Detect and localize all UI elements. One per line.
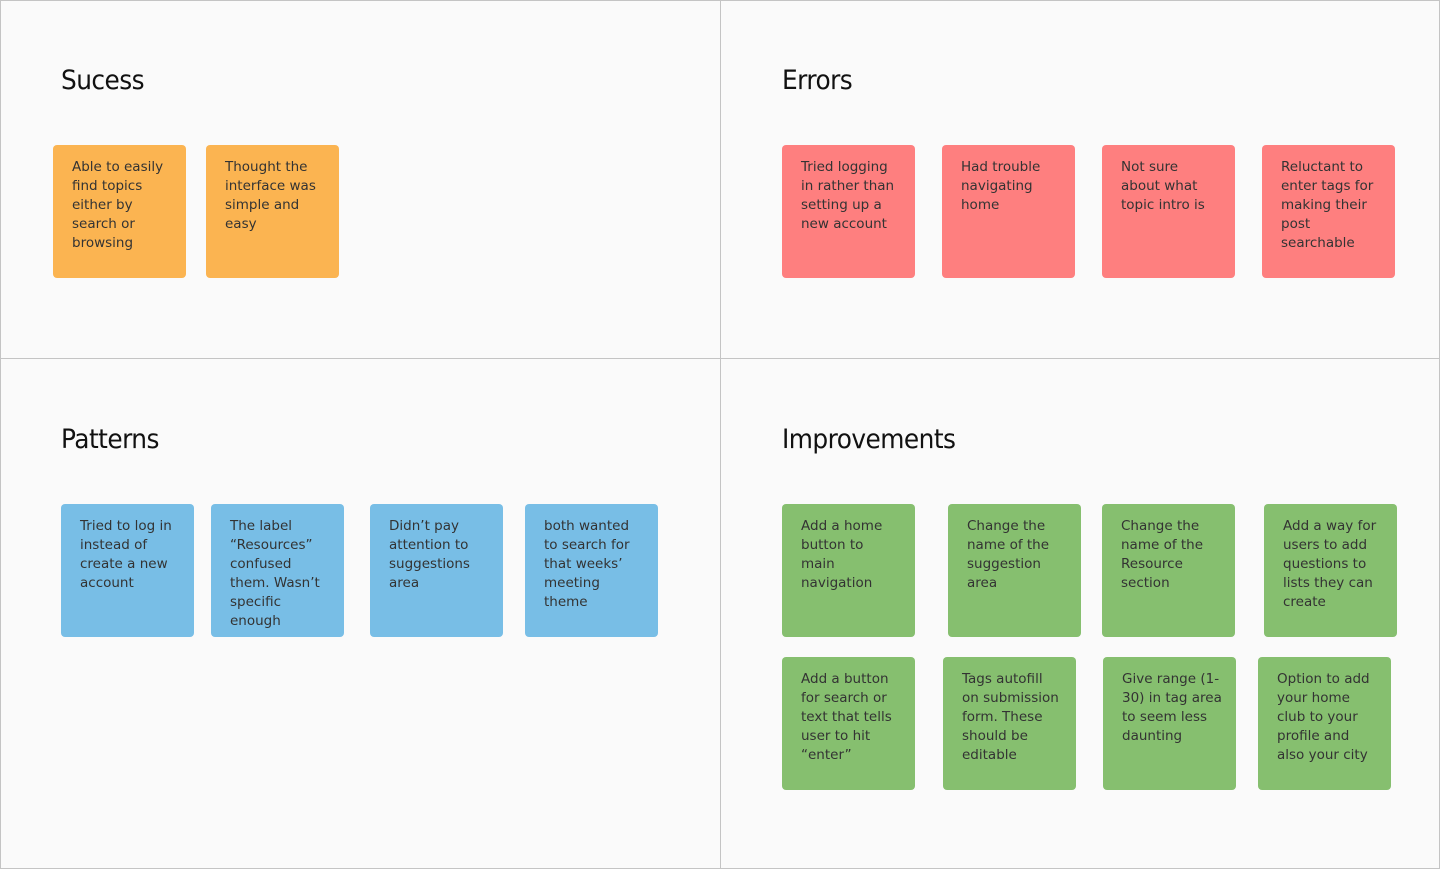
patterns-sticky-note[interactable]: The label “Resources” confused them. Was… bbox=[211, 504, 344, 637]
sticky-note-text: both wanted to search for that weeks’ me… bbox=[544, 518, 630, 610]
sticky-note-text: Had trouble navigating home bbox=[961, 159, 1041, 213]
sticky-note-text: Tried to log in instead of create a new … bbox=[80, 518, 172, 591]
sticky-note-text: Reluctant to enter tags for making their… bbox=[1281, 159, 1374, 251]
improvements-sticky-note[interactable]: Tags autofill on submission form. These … bbox=[943, 657, 1076, 790]
sticky-note-text: Change the name of the suggestion area bbox=[967, 518, 1050, 591]
sticky-note-text: Tried logging in rather than setting up … bbox=[801, 159, 895, 232]
sticky-note-text: Add a button for search or text that tel… bbox=[801, 671, 892, 763]
improvements-sticky-note[interactable]: Change the name of the Resource section bbox=[1102, 504, 1235, 637]
patterns-sticky-note[interactable]: Didn’t pay attention to suggestions area bbox=[370, 504, 503, 637]
sticky-note-text: Add a home button to main navigation bbox=[801, 518, 883, 591]
patterns-sticky-note[interactable]: both wanted to search for that weeks’ me… bbox=[525, 504, 658, 637]
improvements-sticky-note[interactable]: Give range (1-30) in tag area to seem le… bbox=[1103, 657, 1236, 790]
sticky-note-text: Give range (1-30) in tag area to seem le… bbox=[1122, 671, 1222, 744]
sticky-note-text: Able to easily find topics either by sea… bbox=[72, 159, 164, 251]
improvements-sticky-note[interactable]: Option to add your home club to your pro… bbox=[1258, 657, 1391, 790]
patterns-sticky-note[interactable]: Tried to log in instead of create a new … bbox=[61, 504, 194, 637]
improvements-sticky-note[interactable]: Add a way for users to add questions to … bbox=[1264, 504, 1397, 637]
sticky-note-text: Thought the interface was simple and eas… bbox=[225, 159, 316, 232]
errors-heading: Errors bbox=[782, 65, 853, 96]
errors-sticky-note[interactable]: Reluctant to enter tags for making their… bbox=[1262, 145, 1395, 278]
improvements-sticky-note[interactable]: Add a home button to main navigation bbox=[782, 504, 915, 637]
patterns-heading: Patterns bbox=[61, 424, 159, 455]
errors-sticky-note[interactable]: Had trouble navigating home bbox=[942, 145, 1075, 278]
errors-sticky-note[interactable]: Not sure about what topic intro is bbox=[1102, 145, 1235, 278]
sticky-note-text: Add a way for users to add questions to … bbox=[1283, 518, 1377, 610]
improvements-sticky-note[interactable]: Add a button for search or text that tel… bbox=[782, 657, 915, 790]
errors-sticky-note[interactable]: Tried logging in rather than setting up … bbox=[782, 145, 915, 278]
sticky-note-text: Change the name of the Resource section bbox=[1121, 518, 1204, 591]
improvements-sticky-note[interactable]: Change the name of the suggestion area bbox=[948, 504, 1081, 637]
improvements-heading: Improvements bbox=[782, 424, 956, 455]
sticky-note-text: Not sure about what topic intro is bbox=[1121, 159, 1205, 213]
success-sticky-note[interactable]: Able to easily find topics either by sea… bbox=[53, 145, 186, 278]
success-heading: Sucess bbox=[61, 65, 145, 96]
sticky-note-text: Option to add your home club to your pro… bbox=[1277, 671, 1370, 763]
success-sticky-note[interactable]: Thought the interface was simple and eas… bbox=[206, 145, 339, 278]
sticky-note-text: Didn’t pay attention to suggestions area bbox=[389, 518, 470, 591]
sticky-note-text: The label “Resources” confused them. Was… bbox=[230, 518, 320, 629]
sticky-note-text: Tags autofill on submission form. These … bbox=[962, 671, 1059, 763]
horizontal-divider bbox=[1, 358, 1439, 359]
vertical-divider bbox=[720, 1, 721, 868]
